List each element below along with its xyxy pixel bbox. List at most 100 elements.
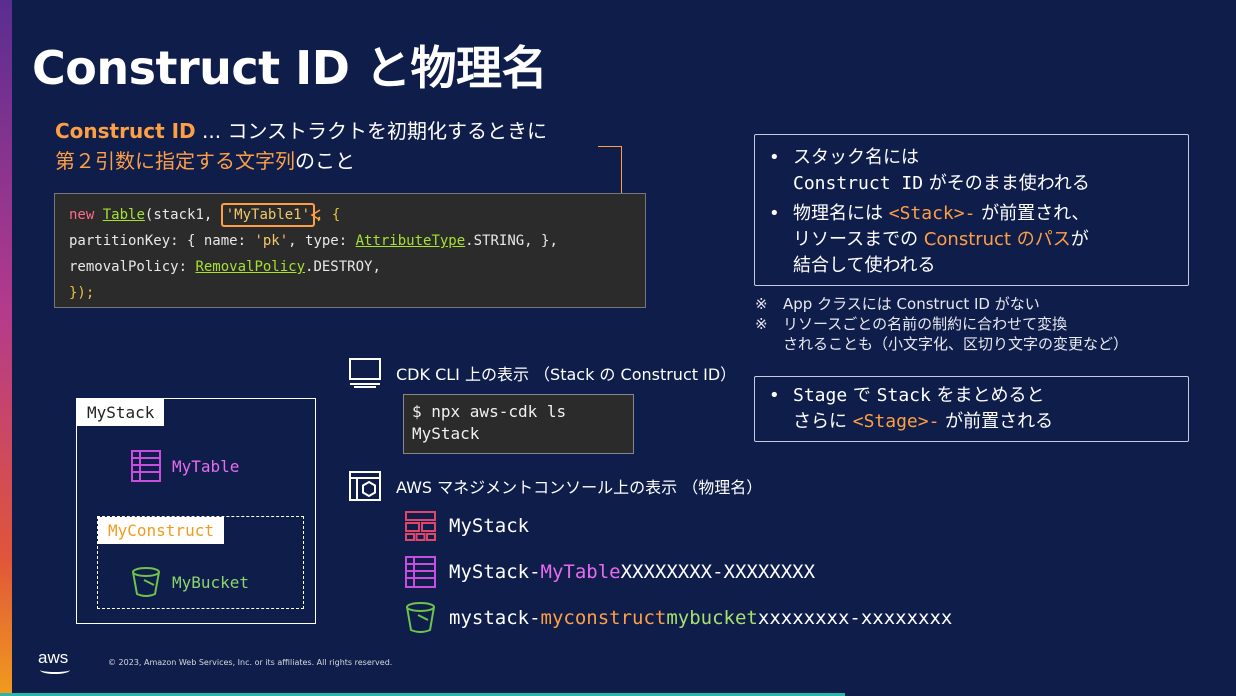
bullet-item: • 物理名には <Stack>- が前置され、 リソースまでの Construc… xyxy=(769,201,1174,279)
code-l2-a: partitionKey: { name: xyxy=(69,233,255,249)
b2-l2-b: が xyxy=(1070,229,1089,250)
intro-text: Construct ID ... コンストラクトを初期化するときに 第２引数に指… xyxy=(55,116,547,176)
bullet-dot: • xyxy=(769,385,780,406)
construct-label: MyConstruct xyxy=(98,517,224,544)
intro-line-2: 第２引数に指定する文字列のこと xyxy=(55,146,547,176)
aws-logo: aws xyxy=(38,648,78,676)
stage-l1-rest: をまとめると xyxy=(930,385,1045,406)
aws-smile xyxy=(40,666,70,674)
note-mark: ※ xyxy=(755,315,768,333)
code-l2-c: .STRING, }, xyxy=(465,233,558,249)
stage-prefix-code: <Stage>- xyxy=(852,411,940,432)
b1-line2-rest: がそのまま使われる xyxy=(923,173,1090,194)
b2-l1-b: が前置され、 xyxy=(975,203,1090,224)
table-resource: MyTable xyxy=(130,449,239,483)
console-table-name: MyTable xyxy=(540,561,621,583)
dynamodb-table-icon xyxy=(131,450,161,482)
console-construct-name: myconstruct xyxy=(540,606,667,629)
bucket-resource: MyBucket xyxy=(130,565,249,599)
stage-l2-b: が前置される xyxy=(939,411,1054,432)
b2-l1-code: <Stack>- xyxy=(888,203,976,224)
copyright: © 2023, Amazon Web Services, Inc. or its… xyxy=(108,657,393,667)
console-bucket-suffix: xxxxxxxx-xxxxxxxx xyxy=(757,606,953,629)
dynamodb-table-icon xyxy=(405,556,436,588)
note-row: されることも（小文字化、区切り文字の変更など） xyxy=(755,334,1128,354)
notes: ※ App クラスには Construct ID がない ※ リソースごとの名前の制… xyxy=(755,294,1128,354)
bottom-line xyxy=(0,693,845,696)
note-row: ※ リソースごとの名前の制約に合わせて変換 xyxy=(755,314,1128,334)
note-row: ※ App クラスには Construct ID がない xyxy=(755,294,1128,314)
code-l3-b: .DESTROY, xyxy=(305,259,381,275)
console-bucket-name: mybucket xyxy=(666,606,758,629)
code-l2-b: , type: xyxy=(288,233,356,249)
code-keyword: new xyxy=(69,207,95,223)
code-line-2: partitionKey: { name: 'pk', type: Attrib… xyxy=(69,228,631,254)
code-class-attribute: AttributeType xyxy=(355,233,466,249)
cloudformation-stack-icon xyxy=(405,511,436,541)
console-stack-name: MyStack xyxy=(449,515,530,537)
terminal-output: $ npx aws-cdk ls MyStack xyxy=(403,394,634,454)
s3-bucket-icon xyxy=(132,567,160,597)
stack-label: MyStack xyxy=(77,399,165,426)
info-box-naming: • スタック名には Construct ID がそのまま使われる • 物理名には… xyxy=(754,134,1189,286)
construct-box xyxy=(97,516,304,609)
arrow-left-icon xyxy=(310,209,321,221)
bracket-connector xyxy=(598,146,622,208)
code-after-id: , { xyxy=(315,207,341,223)
code-args: (stack1, xyxy=(144,207,221,223)
s3-bucket-icon xyxy=(406,602,435,633)
footer: aws © 2023, Amazon Web Services, Inc. or… xyxy=(38,648,392,676)
code-class-removal: RemovalPolicy xyxy=(195,259,306,275)
b2-l2-a: リソースまでの xyxy=(793,229,924,250)
console-row-table: MyStack-MyTableXXXXXXXX-XXXXXXXX xyxy=(404,555,815,589)
b2-l3: 結合して使われる xyxy=(793,255,936,276)
bullet-item: • スタック名には Construct ID がそのまま使われる xyxy=(769,145,1174,197)
cli-heading: CDK CLI 上の表示 （Stack の Construct ID） xyxy=(348,357,736,389)
console-bucket-prefix: mystack- xyxy=(449,606,541,629)
note-mark: ※ xyxy=(755,295,768,313)
stack-diagram xyxy=(76,398,316,624)
accent-bar xyxy=(0,0,12,696)
aws-logo-text: aws xyxy=(38,648,69,667)
terminal-command: $ npx aws-cdk ls xyxy=(412,402,567,421)
bucket-label: MyBucket xyxy=(172,572,250,592)
code-l3-a: removalPolicy: xyxy=(69,259,196,275)
console-row-bucket: mystack-myconstructmybucketxxxxxxxx-xxxx… xyxy=(404,600,952,635)
note-1: App クラスには Construct ID がない xyxy=(783,295,1040,313)
table-label: MyTable xyxy=(172,456,240,476)
note-2-line2: されることも（小文字化、区切り文字の変更など） xyxy=(783,335,1129,353)
bullet-dot: • xyxy=(769,147,780,168)
b1-code: Construct ID xyxy=(793,173,924,194)
code-line-3: removalPolicy: RemovalPolicy.DESTROY, xyxy=(69,254,631,280)
code-id-string: 'MyTable1' xyxy=(220,203,316,227)
info-box-stage: • Stage で Stack をまとめると さらに <Stage>- が前置さ… xyxy=(754,376,1189,442)
code-line-4: }); xyxy=(69,285,95,301)
code-l2-pk: 'pk' xyxy=(254,233,289,249)
code-class-table: Table xyxy=(102,207,145,223)
console-table-prefix: MyStack- xyxy=(449,561,541,583)
code-block: new Table(stack1, 'MyTable1', { partitio… xyxy=(54,193,646,308)
b1-line1: スタック名には xyxy=(793,147,919,168)
intro-highlight: 第２引数に指定する文字列 xyxy=(55,149,295,173)
intro-line-1: Construct ID ... コンストラクトを初期化するときに xyxy=(55,116,547,146)
console-heading: AWS マネジメントコンソール上の表示 （物理名） xyxy=(348,470,762,502)
console-table-suffix: XXXXXXXX-XXXXXXXX xyxy=(620,561,816,583)
console-window-icon xyxy=(349,471,381,501)
computer-icon xyxy=(349,358,381,388)
intro-term: Construct ID xyxy=(55,119,196,143)
stage-l2-a: さらに xyxy=(793,411,853,432)
note-2-line1: リソースごとの名前の制約に合わせて変換 xyxy=(783,315,1068,333)
slide-title: Construct ID と物理名 xyxy=(32,41,548,95)
cli-heading-text: CDK CLI 上の表示 （Stack の Construct ID） xyxy=(396,365,737,384)
code-line-1: new Table(stack1, 'MyTable1', { xyxy=(69,202,631,228)
bullet-dot: • xyxy=(769,203,780,224)
b2-l2-code: Construct のパス xyxy=(923,229,1071,250)
bullet-item: • Stage で Stack をまとめると さらに <Stage>- が前置さ… xyxy=(769,383,1174,435)
console-heading-text: AWS マネジメントコンソール上の表示 （物理名） xyxy=(396,478,763,497)
intro-line1-rest: ... コンストラクトを初期化するときに xyxy=(195,119,548,143)
b2-l1-a: 物理名には xyxy=(793,203,889,224)
stage-code: Stage xyxy=(793,385,848,406)
stack-code: Stack xyxy=(876,385,931,406)
stage-mid: で xyxy=(847,385,877,406)
intro-line2-rest: のこと xyxy=(295,149,355,173)
